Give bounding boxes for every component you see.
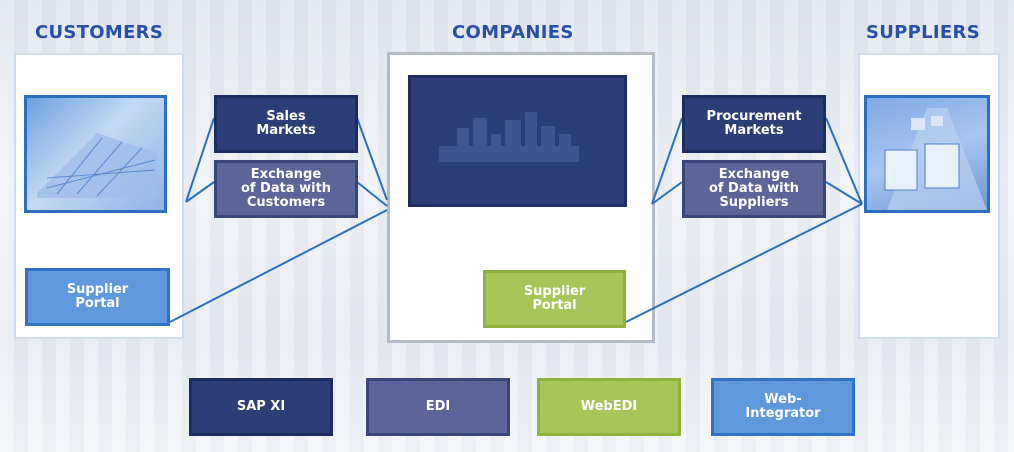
legend-sap-xi: SAP XI [189, 378, 333, 436]
connector-customer-exchange [185, 181, 215, 203]
connector-procurement-supplier [825, 117, 863, 205]
company-screen [408, 75, 627, 207]
connector-sales-company [356, 117, 388, 201]
exchange-data-suppliers-box: Exchange of Data with Suppliers [682, 160, 826, 218]
connector-portal-company [169, 209, 388, 323]
city-skyline-icon [439, 112, 579, 162]
legend-web-integrator: Web- Integrator [711, 378, 855, 436]
office-building-photo [24, 95, 167, 213]
connector-customer-sales [185, 117, 215, 203]
legend-edi: EDI [366, 378, 510, 436]
connector-portal-supplier [625, 203, 863, 323]
legend-webedi: WebEDI [537, 378, 681, 436]
connector-exchange-company [356, 181, 388, 207]
trucks-image [884, 108, 987, 210]
connector-company-procurement [651, 117, 683, 205]
connector-company-exchange [651, 181, 683, 205]
highway-trucks-photo [864, 95, 990, 213]
customer-supplier-portal-box: Supplier Portal [25, 268, 170, 326]
building-image [37, 133, 157, 198]
suppliers-heading: SUPPLIERS [866, 22, 980, 43]
companies-heading: COMPANIES [452, 22, 574, 43]
sales-markets-box: Sales Markets [214, 95, 358, 153]
customers-heading: CUSTOMERS [35, 22, 164, 43]
connector-exchange-supplier [825, 181, 863, 205]
exchange-data-customers-box: Exchange of Data with Customers [214, 160, 358, 218]
procurement-markets-box: Procurement Markets [682, 95, 826, 153]
company-supplier-portal-box: Supplier Portal [483, 270, 626, 328]
